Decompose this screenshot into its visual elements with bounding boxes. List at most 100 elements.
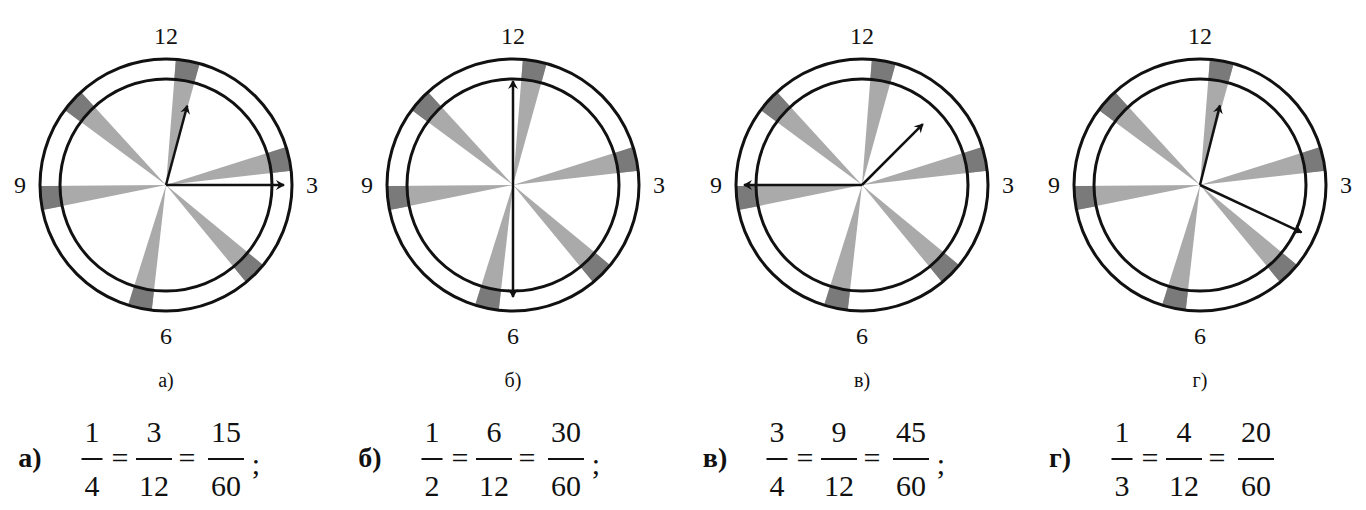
clock-number: 6 (160, 324, 172, 348)
clock-number: 6 (507, 324, 519, 348)
clock-number: 12 (501, 24, 525, 48)
outer-circle (387, 59, 639, 311)
item-letter: в) (854, 370, 870, 390)
fraction-bar (548, 458, 584, 460)
item-letter: г) (1049, 444, 1071, 472)
shaded-sector (166, 185, 263, 282)
shaded-sector (1200, 185, 1297, 282)
fraction-part: = (864, 443, 881, 473)
fraction-bar (422, 458, 443, 460)
shaded-sector (412, 92, 513, 185)
clock-hand (862, 124, 923, 185)
item-letter: б) (505, 370, 522, 390)
fraction-bar (1238, 458, 1274, 460)
clock-number: 12 (154, 24, 178, 48)
clock-number: 3 (306, 173, 318, 197)
shaded-sector (862, 185, 959, 282)
item-letter: а) (18, 444, 41, 472)
fraction-part: = (797, 443, 814, 473)
fraction-part: 15 (211, 417, 241, 447)
item-letter: а) (158, 370, 174, 390)
clock-number: 3 (1002, 173, 1014, 197)
clock-number: 12 (1188, 24, 1212, 48)
fraction-part: = (112, 443, 129, 473)
shaded-sector-rim (1099, 92, 1129, 122)
fraction-bar (82, 458, 103, 460)
fraction-part: 45 (896, 417, 926, 447)
fraction-part: 12 (139, 471, 169, 501)
fraction-part: 30 (551, 417, 581, 447)
shaded-sector-rim (580, 252, 610, 282)
shaded-sector-rim (65, 92, 95, 122)
fraction-bar (1166, 458, 1202, 460)
clock-hand (1200, 105, 1220, 185)
shaded-sector-rim (412, 92, 442, 122)
fraction-part: 3 (147, 417, 162, 447)
fraction-bar (821, 458, 857, 460)
shaded-sector-rim (929, 252, 959, 282)
inner-circle (1094, 79, 1306, 291)
clock-hand (166, 106, 187, 185)
fraction-part: 1 (85, 417, 100, 447)
fraction-part: 6 (487, 417, 502, 447)
item-letter: в) (703, 444, 727, 472)
fraction-part: ; (937, 449, 945, 479)
clock-number: 12 (850, 24, 874, 48)
fraction-part: 20 (1241, 417, 1271, 447)
fraction-bar (767, 458, 788, 460)
fraction-part: ; (592, 449, 600, 479)
fraction-bar (208, 458, 244, 460)
fraction-part: 4 (85, 471, 100, 501)
shaded-sector-rim (1267, 252, 1297, 282)
item-letter: г) (1193, 370, 1208, 390)
clock-number: 6 (1194, 324, 1206, 348)
fraction-part: 12 (479, 471, 509, 501)
clock-hand (744, 184, 862, 187)
fraction-bar (476, 458, 512, 460)
fraction-part: 3 (1115, 471, 1130, 501)
clock-hand (1200, 185, 1302, 232)
clock-number: 9 (14, 173, 26, 197)
outer-circle (736, 59, 988, 311)
fraction-part: 9 (832, 417, 847, 447)
outer-circle (40, 59, 292, 311)
clock-face (1074, 59, 1326, 311)
clock-hand (512, 81, 515, 185)
fraction-bar (136, 458, 172, 460)
fraction-part: ; (252, 449, 260, 479)
clock-number: 6 (856, 324, 868, 348)
item-letter: б) (358, 444, 381, 472)
outer-circle (1074, 59, 1326, 311)
fraction-part: 60 (896, 471, 926, 501)
shaded-sector-rim (233, 252, 263, 282)
fraction-part: 3 (770, 417, 785, 447)
fraction-part: = (1209, 443, 1226, 473)
fraction-bar (893, 458, 929, 460)
fraction-part: = (179, 443, 196, 473)
clock-hand (166, 184, 284, 187)
fraction-part: = (1142, 443, 1159, 473)
clock-number: 9 (361, 173, 373, 197)
fraction-part: 12 (1169, 471, 1199, 501)
fraction-part: 60 (211, 471, 241, 501)
shaded-sector (513, 185, 610, 282)
shaded-sector-rim (761, 92, 791, 122)
clock-hand (512, 185, 515, 297)
fraction-part: 12 (824, 471, 854, 501)
fraction-part: 2 (425, 471, 440, 501)
shaded-sector (65, 92, 166, 185)
shaded-sector (1099, 92, 1200, 185)
fraction-part: 60 (551, 471, 581, 501)
fraction-part: = (452, 443, 469, 473)
fraction-part: 60 (1241, 471, 1271, 501)
shaded-sector (761, 92, 862, 185)
clock-number: 9 (1048, 173, 1060, 197)
clock-number: 3 (653, 173, 665, 197)
clock-face (40, 59, 292, 311)
clock-number: 9 (710, 173, 722, 197)
fraction-part: 4 (1177, 417, 1192, 447)
clock-number: 3 (1340, 173, 1352, 197)
fraction-part: 1 (1115, 417, 1130, 447)
clock-face (736, 59, 988, 311)
